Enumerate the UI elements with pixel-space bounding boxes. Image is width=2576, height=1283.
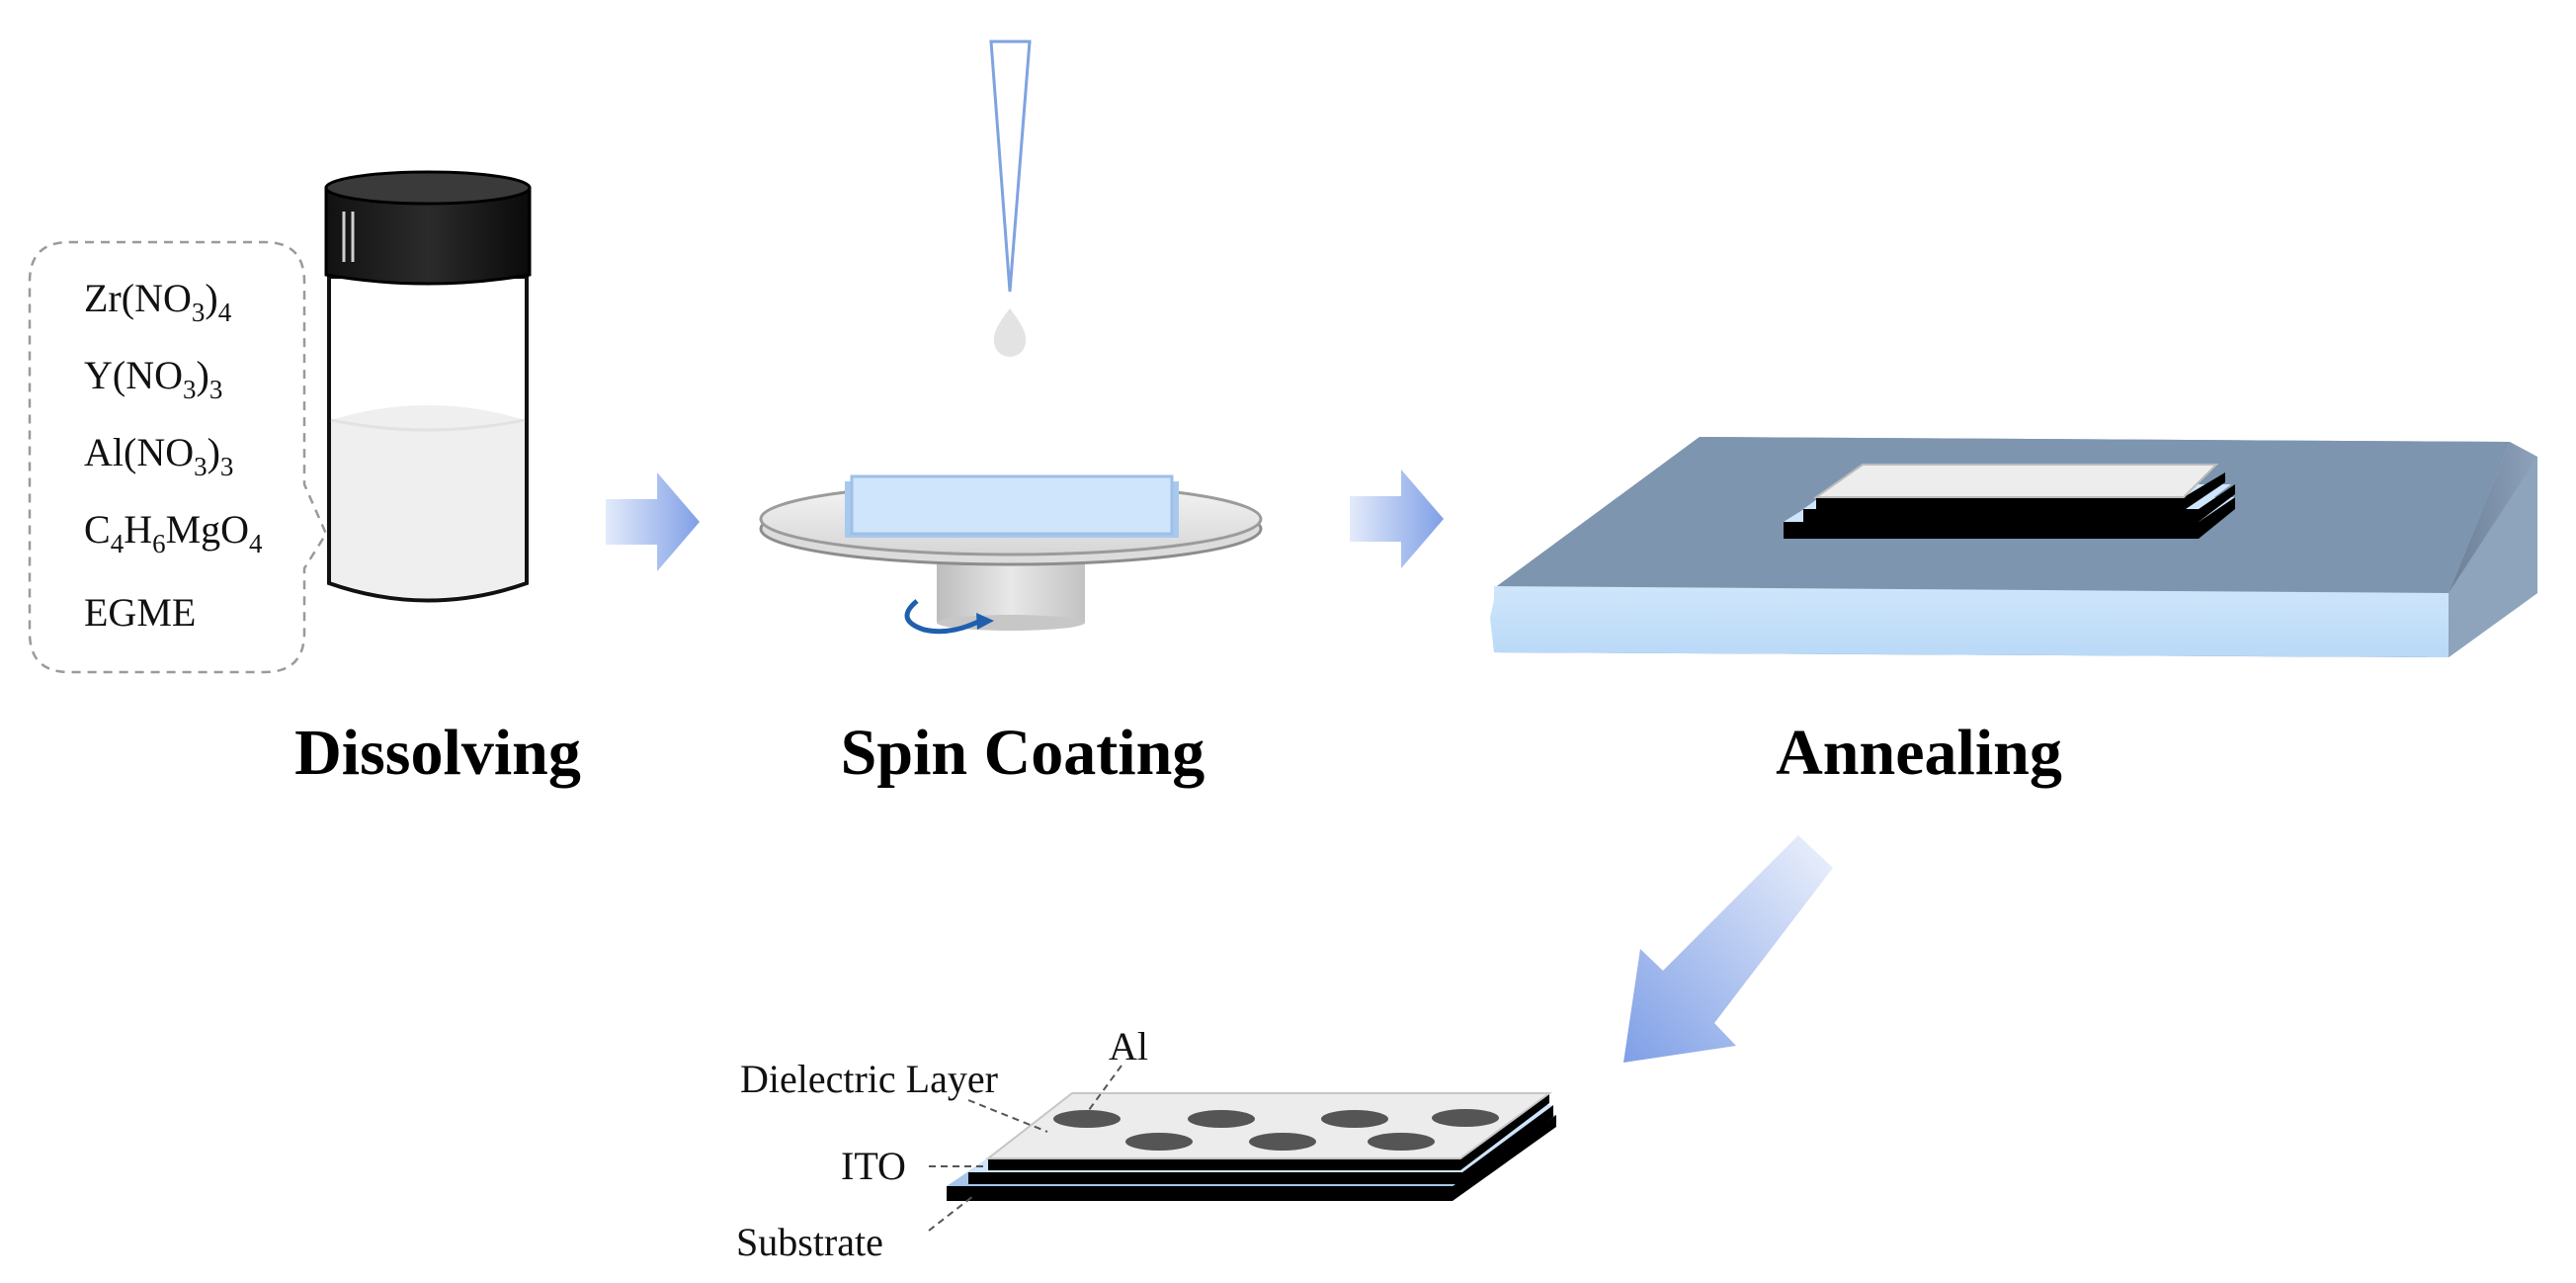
annealing-hotplate <box>1490 437 2537 657</box>
annealing-sample-bottom <box>1784 497 2235 539</box>
spin-coater <box>759 474 1263 635</box>
label-al-electrode: Al <box>1109 1024 1148 1069</box>
stage-label-annealing: Annealing <box>1776 717 2062 789</box>
vial-cap <box>324 186 532 286</box>
al-electrode <box>1125 1133 1193 1151</box>
label-dielectric-layer: Dielectric Layer <box>740 1057 998 1101</box>
stage-label-dissolving: Dissolving <box>294 717 581 789</box>
al-electrode <box>1188 1110 1255 1128</box>
process-arrow-2 <box>1350 470 1444 568</box>
solution-components-box: Zr(NO3)4 Y(NO3)3 Al(NO3)3 C4H6MgO4 EGME <box>28 240 328 674</box>
process-arrow-3 <box>1623 835 1833 1063</box>
dashed-callout-border <box>28 240 328 674</box>
label-substrate: Substrate <box>736 1220 883 1264</box>
stage-label-spin-coating: Spin Coating <box>841 717 1205 789</box>
coated-substrate <box>850 474 1174 536</box>
al-electrode <box>1249 1133 1316 1151</box>
component-yttrium-nitrate: Y(NO3)3 <box>84 353 222 404</box>
pipette-tip <box>989 40 1032 293</box>
annealing-sample-top <box>1812 464 2219 498</box>
mim-capacitor-device: Al Dielectric Layer ITO Substrate <box>736 1024 1556 1264</box>
vial-liquid <box>331 405 525 598</box>
vial-cap-top <box>324 170 532 206</box>
component-aluminum-nitrate: Al(NO3)3 <box>84 430 233 481</box>
component-egme: EGME <box>84 590 196 635</box>
solution-drop-icon <box>993 308 1027 357</box>
label-ito: ITO <box>841 1144 906 1188</box>
process-arrow-1 <box>606 472 700 571</box>
pipette <box>989 40 1032 357</box>
al-electrode <box>1053 1110 1121 1128</box>
al-electrode <box>1432 1109 1499 1127</box>
rotation-arrow-icon <box>904 599 982 635</box>
hotplate-front-face <box>1494 586 2449 657</box>
component-magnesium-acetate: C4H6MgO4 <box>84 507 263 558</box>
al-electrode <box>1368 1133 1435 1151</box>
component-zirconium-nitrate: Zr(NO3)4 <box>84 276 232 327</box>
al-electrode <box>1321 1110 1388 1128</box>
solution-vial <box>324 170 532 603</box>
